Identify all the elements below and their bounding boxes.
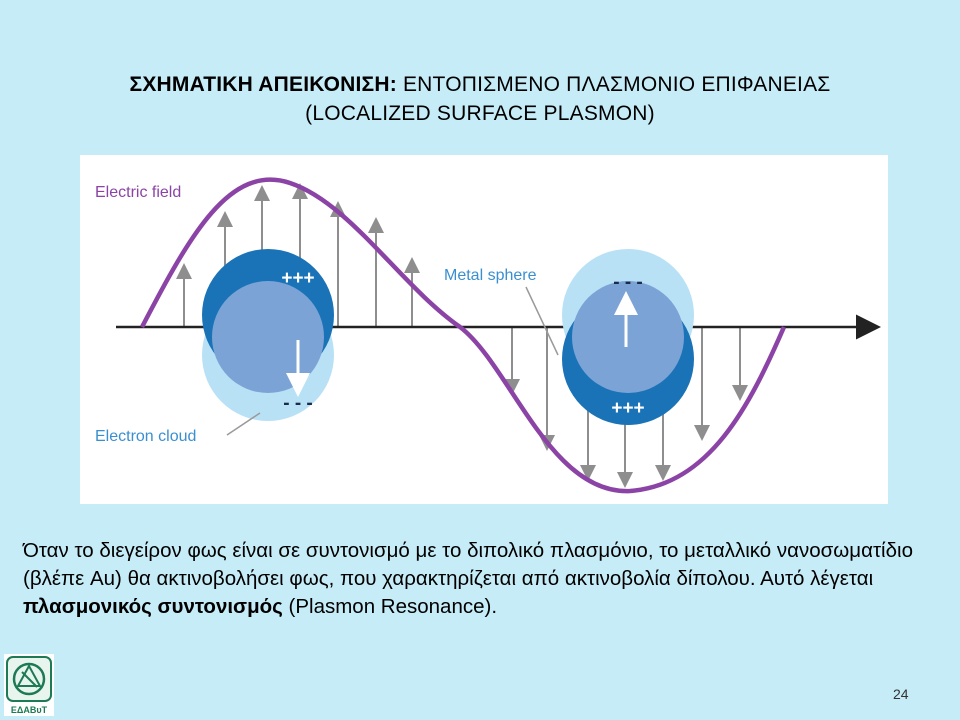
slide-title: ΣΧΗΜΑΤΙΚΗ ΑΠΕΙΚΟΝΙΣΗ: ΕΝΤΟΠΙΣΜΕΝΟ ΠΛΑΣΜΟ… [40, 70, 920, 128]
explanation-paragraph: Όταν το διεγείρον φως είναι σε συντονισμ… [23, 537, 928, 621]
plasmon-diagram: +++ - - - - - - +++ Electric field Metal… [80, 155, 888, 504]
electron-cloud-label: Electron cloud [95, 428, 196, 445]
electron-cloud-leader [226, 412, 261, 436]
logo-emblem-icon [6, 656, 52, 702]
title-line2: (LOCALIZED SURFACE PLASMON) [305, 102, 655, 125]
logo-text: ΕΔΑΒυΤ [10, 705, 48, 715]
metal-sphere-left [212, 281, 324, 393]
metal-sphere-leader [525, 286, 559, 356]
paragraph-part1: Όταν το διεγείρον φως είναι σε συντονισμ… [23, 539, 913, 590]
electric-field-label: Electric field [95, 184, 181, 201]
metal-sphere-right [572, 281, 684, 393]
left-top-charge: +++ [281, 268, 314, 289]
electric-field-wave [140, 177, 787, 494]
page-number: 24 [893, 686, 909, 702]
left-bottom-charge: - - - [283, 393, 313, 414]
paragraph-bold: πλασμονικός συντονισμός [23, 595, 283, 618]
title-rest: ΕΝΤΟΠΙΣΜΕΝΟ ΠΛΑΣΜΟΝΙΟ ΕΠΙΦΑΝΕΙΑΣ [396, 73, 831, 96]
right-sphere: - - - +++ [562, 249, 694, 425]
right-top-charge: - - - [613, 272, 643, 293]
left-sphere: +++ - - - [202, 249, 334, 421]
metal-sphere-label: Metal sphere [444, 267, 537, 284]
paragraph-part2: (Plasmon Resonance). [282, 595, 498, 618]
title-bold: ΣΧΗΜΑΤΙΚΗ ΑΠΕΙΚΟΝΙΣΗ: [129, 73, 397, 96]
right-bottom-charge: +++ [611, 398, 644, 419]
edabyt-logo: ΕΔΑΒυΤ [4, 654, 54, 716]
